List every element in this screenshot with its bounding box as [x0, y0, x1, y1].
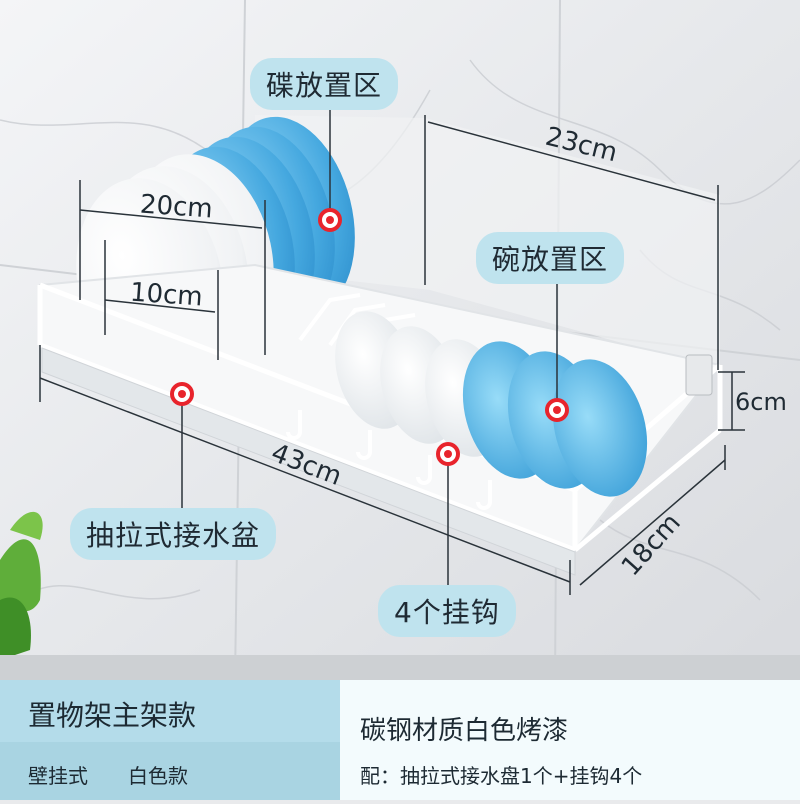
marker-drip-tray	[170, 382, 194, 406]
marker-plate-zone	[318, 208, 342, 232]
product-info-banner: 置物架主架款 壁挂式 白色款 碳钢材质白色烤漆 配：抽拉式接水盘1个+挂钩4个	[0, 680, 800, 800]
dimension-10cm: 10cm	[129, 277, 204, 313]
footer-title: 置物架主架款	[28, 699, 197, 732]
callout-bowl-zone: 碗放置区	[476, 232, 625, 284]
bowls	[335, 311, 648, 497]
callout-plate-zone: 碟放置区	[250, 58, 399, 110]
countertop	[0, 655, 800, 680]
wall-bracket	[685, 354, 713, 396]
footer-mount-type: 壁挂式	[28, 764, 88, 788]
callout-drip-tray: 抽拉式接水盆	[70, 508, 277, 560]
footer-accessories: 配：抽拉式接水盘1个+挂钩4个	[360, 764, 643, 788]
footer-color-variant: 白色款	[128, 764, 188, 788]
info-panel-right	[340, 680, 800, 800]
hooks	[286, 410, 492, 510]
dimension-20cm: 20cm	[139, 189, 214, 225]
drip-tray	[41, 347, 576, 576]
dimension-6cm: 6cm	[735, 388, 787, 416]
callout-hooks: 4个挂钩	[378, 585, 516, 637]
marker-hooks	[436, 442, 460, 466]
footer-material: 碳钢材质白色烤漆	[360, 716, 569, 746]
dimension-lines	[39, 100, 745, 595]
marker-bowl-zone	[545, 398, 569, 422]
plant-decoration	[0, 511, 43, 660]
info-panel-left-top	[0, 680, 340, 742]
